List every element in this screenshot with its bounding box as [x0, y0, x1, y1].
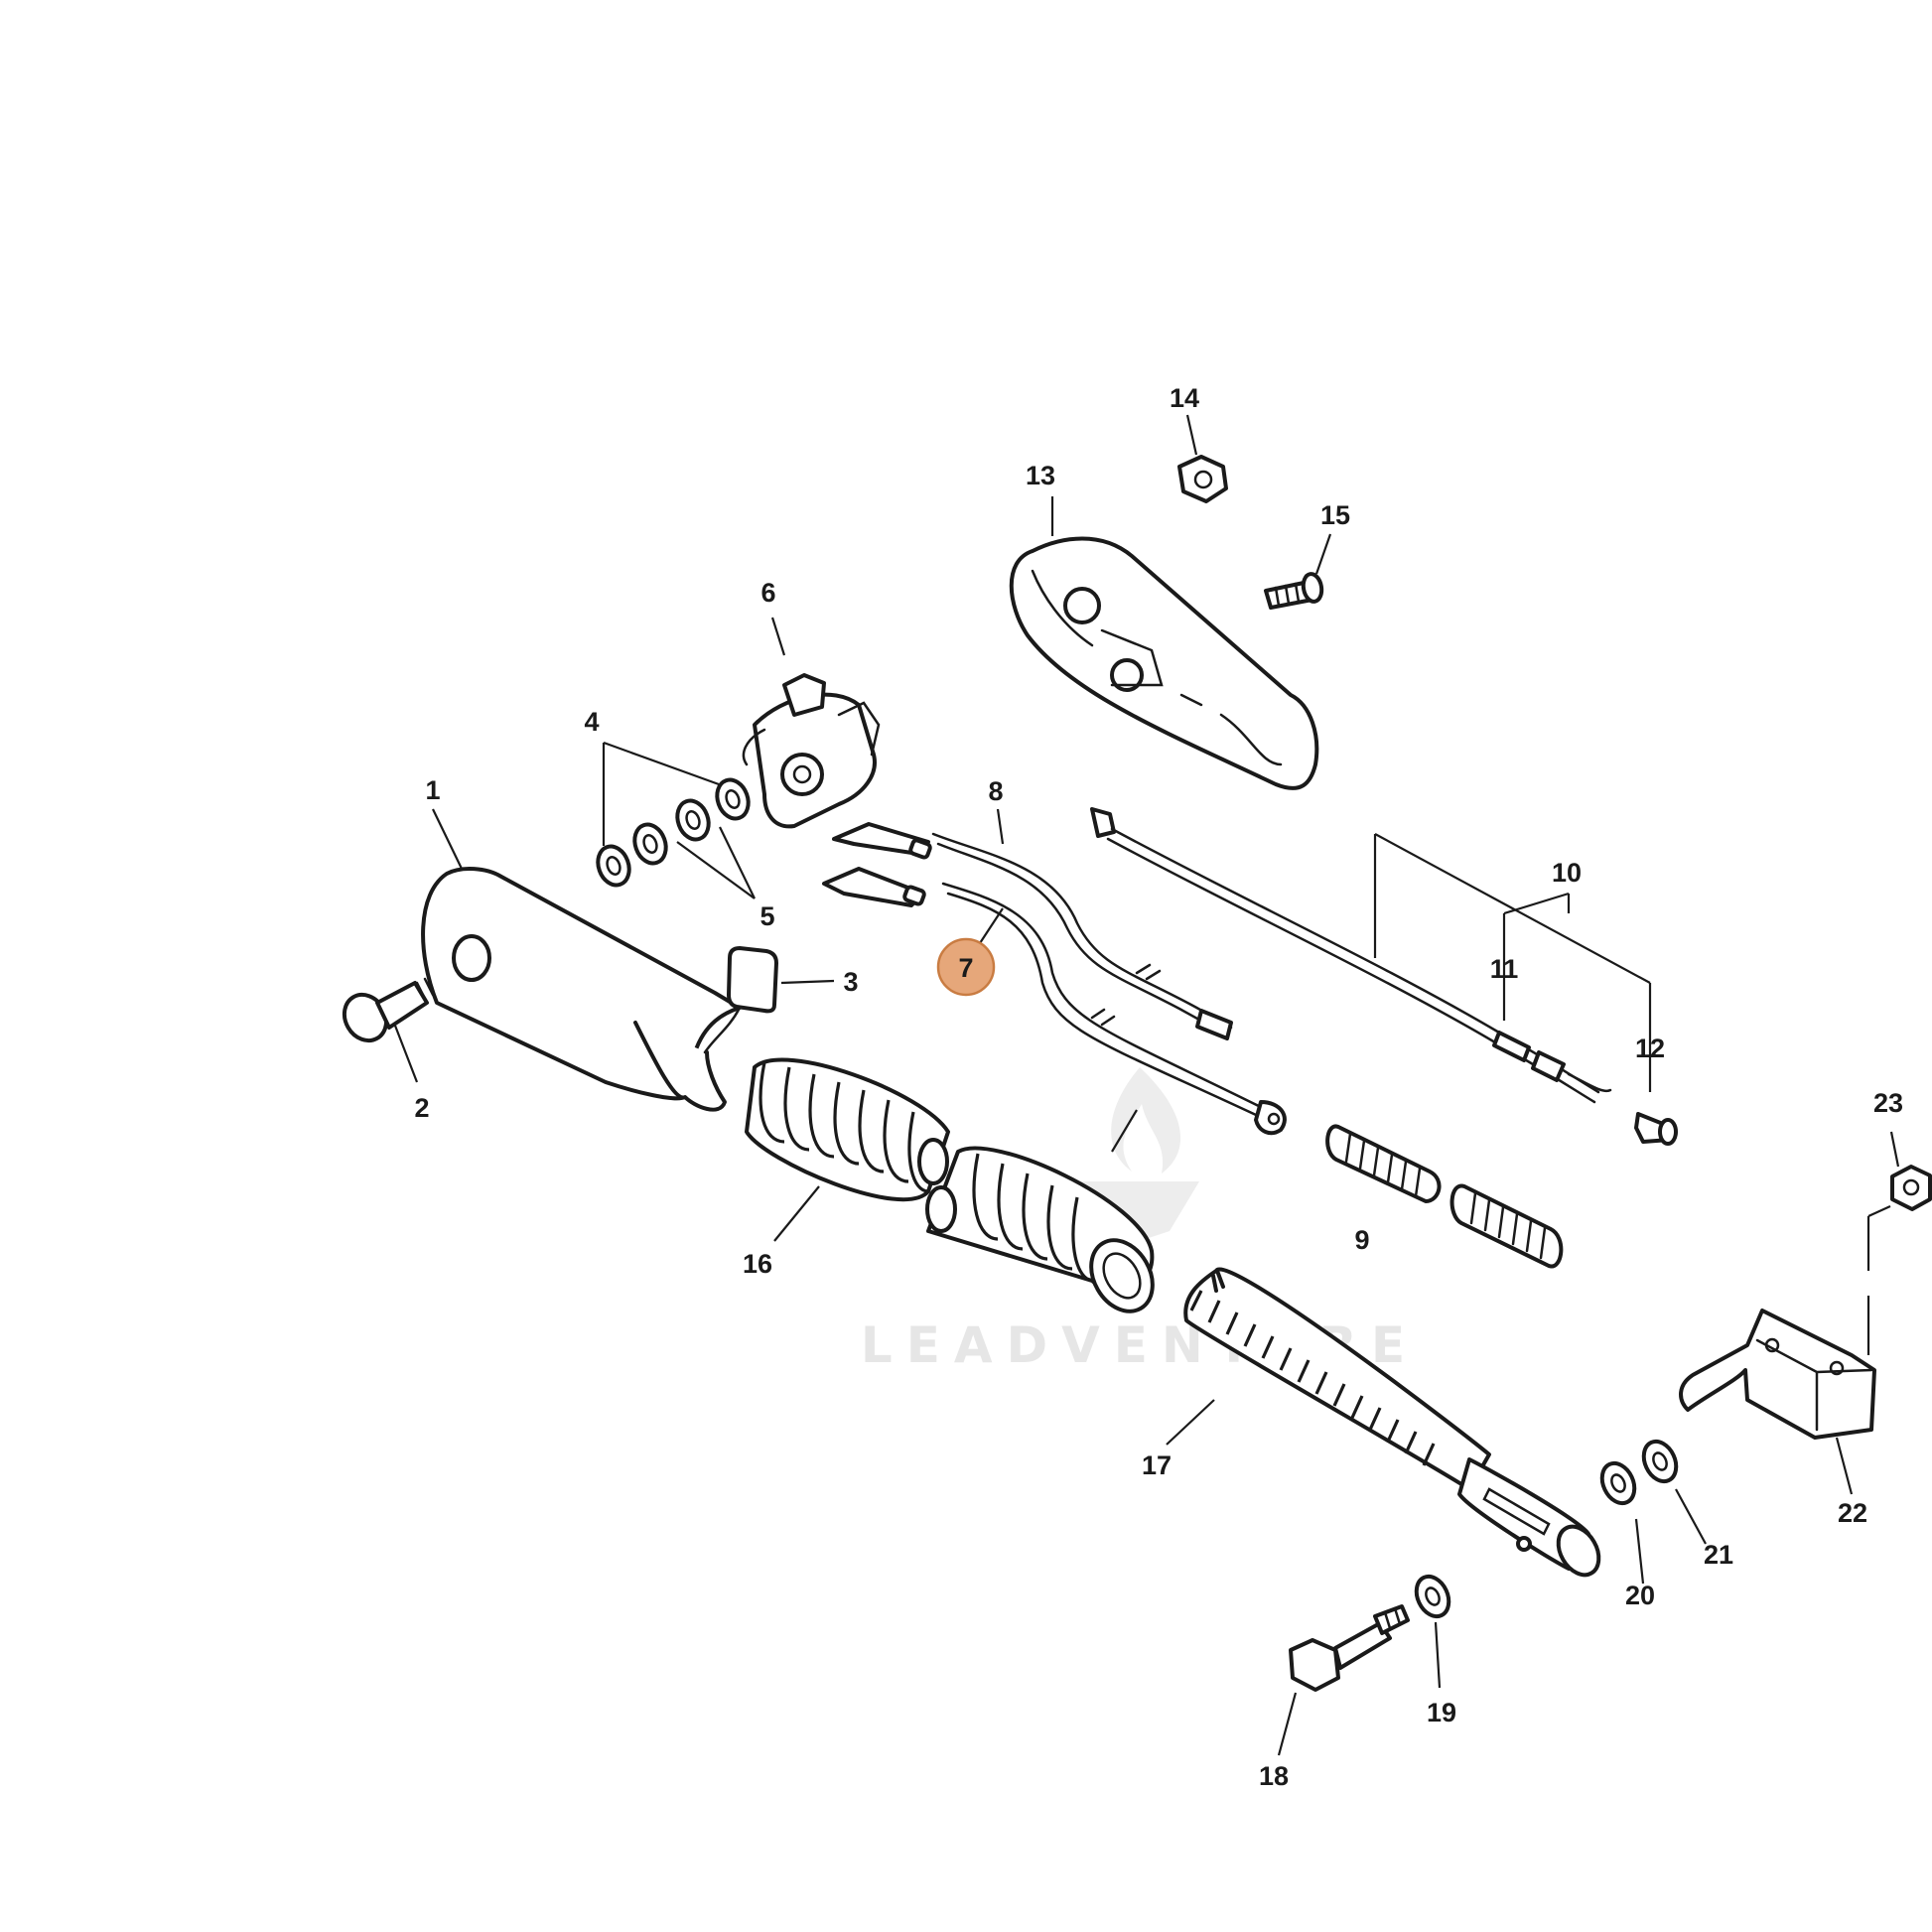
callout-5[interactable]: 5 [759, 901, 774, 931]
part-12-sleeve[interactable] [1634, 1112, 1678, 1146]
callout-7-highlight[interactable] [936, 937, 996, 997]
callout-22[interactable]: 22 [1838, 1498, 1867, 1528]
part-1-housing[interactable] [421, 867, 742, 1112]
callout-8[interactable]: 8 [988, 776, 1003, 806]
callout-23[interactable]: 23 [1873, 1088, 1903, 1118]
part-23-nut[interactable] [1890, 1165, 1932, 1211]
callout-20[interactable]: 20 [1625, 1581, 1655, 1610]
callout-4[interactable]: 4 [584, 707, 599, 737]
callout-15[interactable]: 15 [1320, 500, 1350, 530]
leader-lines [393, 414, 1900, 1756]
callout-16[interactable]: 16 [743, 1249, 772, 1279]
callout-1[interactable]: 1 [425, 775, 440, 805]
part-19-washer[interactable] [1411, 1572, 1455, 1622]
part-20-washer[interactable] [1596, 1458, 1641, 1509]
part-2-screw[interactable] [337, 977, 435, 1048]
part-9-grips[interactable] [1325, 1124, 1564, 1269]
callout-labels: 1 2 3 4 5 6 7 8 9 10 11 12 13 14 15 16 1… [414, 383, 1903, 1791]
callout-2[interactable]: 2 [414, 1093, 429, 1123]
callout-10[interactable]: 10 [1552, 858, 1582, 888]
part-3-block[interactable] [727, 946, 778, 1014]
part-13-handle[interactable] [1009, 536, 1319, 790]
callout-19[interactable]: 19 [1427, 1698, 1456, 1727]
callout-12[interactable]: 12 [1635, 1034, 1665, 1063]
callout-6[interactable]: 6 [760, 578, 775, 608]
callout-17[interactable]: 17 [1142, 1450, 1172, 1480]
callout-18[interactable]: 18 [1259, 1761, 1289, 1791]
callout-9[interactable]: 9 [1354, 1225, 1369, 1255]
callout-11[interactable]: 11 [1490, 954, 1519, 984]
callout-14[interactable]: 14 [1170, 383, 1199, 413]
part-6-switch[interactable] [742, 673, 881, 829]
callout-3[interactable]: 3 [843, 967, 858, 997]
part-14-nut[interactable] [1177, 455, 1228, 503]
part-18-bolt[interactable] [1289, 1604, 1410, 1692]
callout-7[interactable]: 7 [958, 953, 973, 983]
part-16-boot[interactable] [745, 1057, 1165, 1322]
flame-logo-icon [1111, 1067, 1181, 1173]
part-4-5-washers[interactable] [593, 775, 754, 890]
callout-13[interactable]: 13 [1026, 461, 1055, 490]
part-10-11-cable[interactable] [1090, 807, 1612, 1104]
part-7-8-wiring[interactable] [822, 822, 1287, 1136]
part-17-shaft[interactable] [1183, 1267, 1606, 1582]
callout-21[interactable]: 21 [1704, 1540, 1733, 1570]
part-15-screw[interactable] [1264, 572, 1324, 610]
part-22-bracket[interactable] [1679, 1309, 1876, 1440]
part-21-washer[interactable] [1638, 1437, 1683, 1487]
